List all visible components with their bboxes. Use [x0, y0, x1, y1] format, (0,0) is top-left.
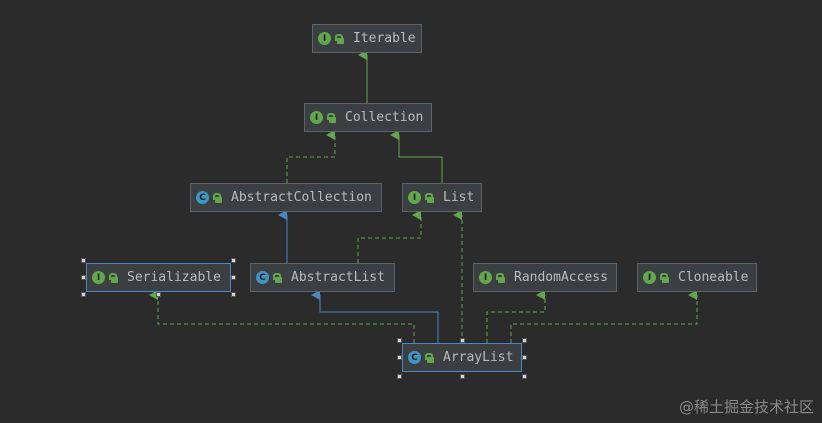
public-lock-icon: [273, 272, 283, 283]
public-lock-icon: [660, 272, 670, 283]
node-iterable[interactable]: I Iterable: [312, 24, 422, 53]
public-lock-icon: [335, 33, 345, 44]
abstract-class-icon: C: [196, 191, 209, 204]
node-label: Serializable: [127, 270, 221, 285]
node-label: Cloneable: [678, 270, 749, 285]
resize-handle[interactable]: [460, 374, 465, 379]
edge-abstractlist-list: [357, 210, 422, 263]
resize-handle[interactable]: [397, 355, 402, 360]
node-randomaccess[interactable]: I RandomAccess: [473, 263, 617, 292]
resize-handle[interactable]: [231, 292, 236, 297]
interface-icon: I: [310, 111, 323, 124]
node-abstractlist[interactable]: C AbstractList: [250, 263, 395, 292]
public-lock-icon: [109, 272, 119, 283]
resize-handle[interactable]: [522, 374, 527, 379]
edge-arraylist-serializable: [149, 290, 415, 343]
node-label: AbstractCollection: [231, 190, 372, 205]
resize-handle[interactable]: [231, 258, 236, 263]
edge-arraylist-randomaccess: [486, 290, 546, 343]
resize-handle[interactable]: [522, 355, 527, 360]
public-lock-icon: [496, 272, 506, 283]
resize-handle[interactable]: [397, 374, 402, 379]
node-list[interactable]: I List: [402, 183, 482, 212]
edge-arraylist-abstractlist: [311, 290, 439, 343]
node-label: List: [443, 190, 475, 205]
resize-handle[interactable]: [460, 338, 465, 343]
edge-abstractcollection-collection: [286, 130, 336, 183]
node-abstractcollection[interactable]: C AbstractCollection: [190, 183, 382, 212]
node-label: Iterable: [353, 31, 416, 46]
interface-icon: I: [643, 271, 656, 284]
watermark: @稀土掘金技术社区: [678, 398, 814, 416]
resize-handle[interactable]: [231, 275, 236, 280]
node-label: RandomAccess: [514, 270, 608, 285]
interface-icon: I: [479, 271, 492, 284]
edge-list-collection: [390, 130, 443, 183]
interface-icon: I: [318, 32, 331, 45]
interface-icon: I: [408, 191, 421, 204]
class-icon: C: [408, 351, 421, 364]
resize-handle[interactable]: [156, 292, 161, 297]
public-lock-icon: [425, 352, 435, 363]
public-lock-icon: [327, 112, 337, 123]
node-collection[interactable]: I Collection: [304, 103, 432, 132]
public-lock-icon: [425, 192, 435, 203]
abstract-class-icon: C: [256, 271, 269, 284]
resize-handle[interactable]: [81, 292, 86, 297]
resize-handle[interactable]: [522, 338, 527, 343]
resize-handle[interactable]: [81, 275, 86, 280]
resize-handle[interactable]: [81, 258, 86, 263]
public-lock-icon: [213, 192, 223, 203]
node-label: ArrayList: [443, 350, 514, 365]
resize-handle[interactable]: [397, 338, 402, 343]
node-serializable[interactable]: I Serializable: [86, 263, 231, 292]
node-arraylist[interactable]: C ArrayList: [402, 343, 522, 372]
node-cloneable[interactable]: I Cloneable: [637, 263, 757, 292]
interface-icon: I: [92, 271, 105, 284]
node-label: AbstractList: [291, 270, 385, 285]
node-label: Collection: [345, 110, 424, 125]
edge-arraylist-cloneable: [510, 290, 698, 343]
